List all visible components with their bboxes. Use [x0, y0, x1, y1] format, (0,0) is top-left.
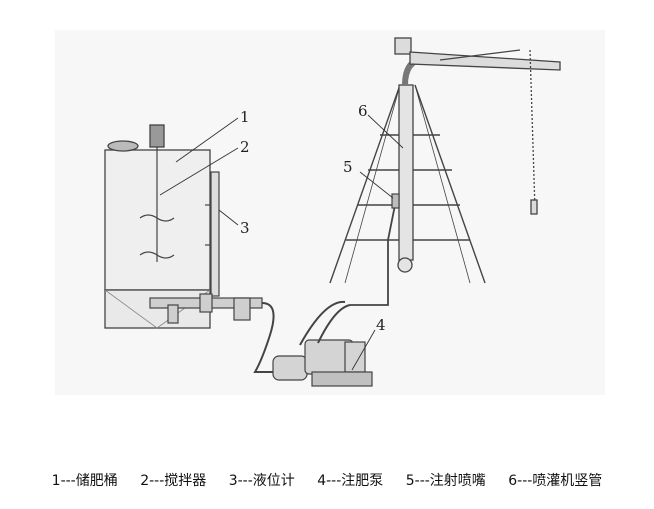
legend-item-agitator: 2---搅拌器 [140, 473, 207, 489]
legend-item-pump: 4---注肥泵 [317, 473, 384, 489]
level-gauge [205, 171, 220, 297]
outlet-pipe [149, 293, 263, 324]
label-3: 3 [240, 219, 250, 237]
label-2: 2 [240, 138, 250, 156]
legend-caption: 1---储肥桶 2---搅拌器 3---液位计 4---注肥泵 5---注射喷嘴… [0, 470, 654, 490]
label-4: 4 [376, 316, 386, 334]
label-1: 1 [240, 108, 250, 126]
label-5: 5 [343, 158, 353, 176]
agitator [139, 147, 175, 262]
spray-boom [394, 37, 561, 215]
injection-pump [272, 300, 373, 387]
riser-pipe [397, 55, 426, 273]
leader-lines [159, 114, 404, 371]
legend-item-riser: 6---喷灌机竖管 [508, 473, 603, 489]
label-6: 6 [358, 102, 368, 120]
suction-hose [253, 302, 275, 373]
legend-item-level-gauge: 3---液位计 [228, 473, 295, 489]
delivery-hose [350, 204, 396, 306]
injection-nozzle [391, 193, 400, 209]
legend-item-tank: 1---储肥桶 [51, 473, 118, 489]
legend-item-nozzle: 5---注射喷嘴 [405, 473, 486, 489]
